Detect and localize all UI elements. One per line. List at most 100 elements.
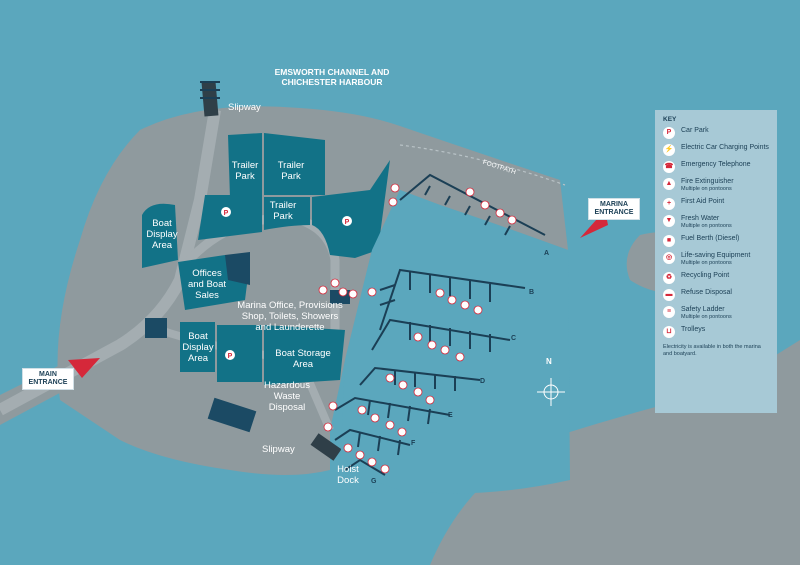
pontoon-label-d: D xyxy=(480,378,486,385)
legend-item-sub: Multiple on pontoons xyxy=(681,260,732,266)
zone-car-park-2 xyxy=(312,160,390,258)
legend-item-label: Electric Car Charging Points xyxy=(681,144,769,151)
zone-car-park-1 xyxy=(198,195,262,240)
fire-extinguisher-icon: ▲ xyxy=(663,178,675,190)
legend-item-label: Safety Ladder xyxy=(681,306,725,313)
zone-boat-storage xyxy=(264,325,345,385)
zone-trailer-park-1 xyxy=(228,133,262,198)
zone-trailer-park-2 xyxy=(264,133,325,195)
legend-note: Electricity is available in both the mar… xyxy=(663,344,761,357)
legend-title: KEY xyxy=(663,116,677,123)
label-trailer-park-2: Trailer Park xyxy=(277,160,305,182)
legend-item: ⚡ Electric Car Charging Points xyxy=(663,144,769,156)
legend-item-text: First Aid Point xyxy=(681,198,724,206)
legend-item-sub: Multiple on pontoons xyxy=(681,223,732,229)
legend-item-text: Emergency Telephone xyxy=(681,161,751,169)
car-park-icon-1 xyxy=(221,207,231,217)
legend-item: ☎ Emergency Telephone xyxy=(663,161,769,173)
label-trailer-park-1: Trailer Park xyxy=(231,160,259,182)
legend-item-text: Recycling Point xyxy=(681,272,729,280)
car-park-glyph-3: P xyxy=(228,353,233,360)
pontoon-label-b: B xyxy=(529,289,535,296)
car-park-glyph-2: P xyxy=(345,219,350,226)
legend-item: P Car Park xyxy=(663,127,769,139)
label-hazardous-waste: Hazardous Waste Disposal xyxy=(264,380,310,413)
pontoon-label-f: F xyxy=(411,440,416,447)
car-park-icon-3 xyxy=(225,350,235,360)
zone-offices-dark xyxy=(225,252,250,285)
legend-item-text: Electric Car Charging Points xyxy=(681,144,769,152)
fuel-berth-icon: ■ xyxy=(663,235,675,247)
legend-item-label: Life-saving Equipment xyxy=(681,252,751,259)
safety-ladder-icon: ≡ xyxy=(663,306,675,318)
refuse-icon: ▬ xyxy=(663,289,675,301)
legend-item: ♻ Recycling Point xyxy=(663,272,769,284)
label-marina-office: Marina Office, Provisions Shop, Toilets,… xyxy=(237,300,343,333)
compass-icon xyxy=(537,378,565,406)
legend-item: ■ Fuel Berth (Diesel) xyxy=(663,235,769,247)
legend-item-label: Fresh Water xyxy=(681,215,720,222)
car-park-glyph-1: P xyxy=(224,210,229,217)
pontoon-label-g: G xyxy=(371,478,377,485)
land-boatyard xyxy=(57,106,568,475)
marina-basin xyxy=(340,190,570,494)
car-park-icon-2 xyxy=(342,216,352,226)
legend-item-label: Fuel Berth (Diesel) xyxy=(681,235,740,242)
car-park-icon: P xyxy=(663,127,675,139)
footpath-line xyxy=(399,144,566,186)
marina-entrance-label: MARINA ENTRANCE xyxy=(588,198,640,220)
pontoon-label-a: A xyxy=(544,250,550,257)
first-aid-icon: + xyxy=(663,198,675,210)
map-title: EMSWORTH CHANNEL AND CHICHESTER HARBOUR xyxy=(274,67,390,87)
recycling-icon: ♻ xyxy=(663,272,675,284)
legend-item: ⊔ Trolleys xyxy=(663,326,769,338)
legend-item-label: Trolleys xyxy=(681,326,706,333)
legend-item-text: Trolleys xyxy=(681,326,705,334)
slipway-bottom-ramp xyxy=(310,433,342,461)
main-entrance-arrow xyxy=(68,358,100,378)
legend-item-text: Car Park xyxy=(681,127,709,135)
label-boat-display-2: Boat Display Area xyxy=(182,331,214,364)
label-slipway-top: Slipway xyxy=(228,102,261,113)
legend-item-sub: Multiple on pontoons xyxy=(681,314,732,320)
legend-item: ▬ Refuse Disposal xyxy=(663,289,769,301)
legend-item-label: Emergency Telephone xyxy=(681,161,751,168)
main-entrance-label: MAIN ENTRANCE xyxy=(22,368,74,390)
lifesaving-icon: ◎ xyxy=(663,252,675,264)
label-boat-display-1: Boat Display Area xyxy=(146,218,178,251)
label-hoist-dock: Hoist Dock xyxy=(337,464,359,486)
trolley-icon: ⊔ xyxy=(663,326,675,338)
pontoons xyxy=(200,81,546,476)
legend-items: P Car Park ⚡ Electric Car Charging Points ☎ E… xyxy=(663,127,769,338)
zone-car-park-3 xyxy=(217,325,262,382)
legend-item-text: Fuel Berth (Diesel) xyxy=(681,235,739,243)
label-trailer-park-3: Trailer Park xyxy=(269,200,297,222)
fresh-water-icon: ▼ xyxy=(663,215,675,227)
zone-boat-display-1 xyxy=(142,203,178,268)
building-dark-1 xyxy=(207,397,257,433)
map-legend: KEY P Car Park ⚡ Electric Car Charging Poin… xyxy=(655,110,777,413)
legend-item-label: Car Park xyxy=(681,127,709,134)
zone-trailer-park-3 xyxy=(264,197,310,230)
label-offices: Offices and Boat Sales xyxy=(187,268,227,301)
zone-boat-display-2 xyxy=(180,322,215,372)
legend-item-label: First Aid Point xyxy=(681,198,725,205)
legend-item-sub: Multiple on pontoons xyxy=(681,186,732,192)
road-main xyxy=(0,109,221,416)
legend-item-label: Refuse Disposal xyxy=(681,289,732,296)
emergency-telephone-icon: ☎ xyxy=(663,161,675,173)
electric-charging-icon: ⚡ xyxy=(663,144,675,156)
legend-item-text: Refuse Disposal xyxy=(681,289,732,297)
north-indicator: N xyxy=(546,357,552,366)
legend-item-label: Fire Extinguisher xyxy=(681,178,734,185)
legend-item-label: Recycling Point xyxy=(681,272,730,279)
